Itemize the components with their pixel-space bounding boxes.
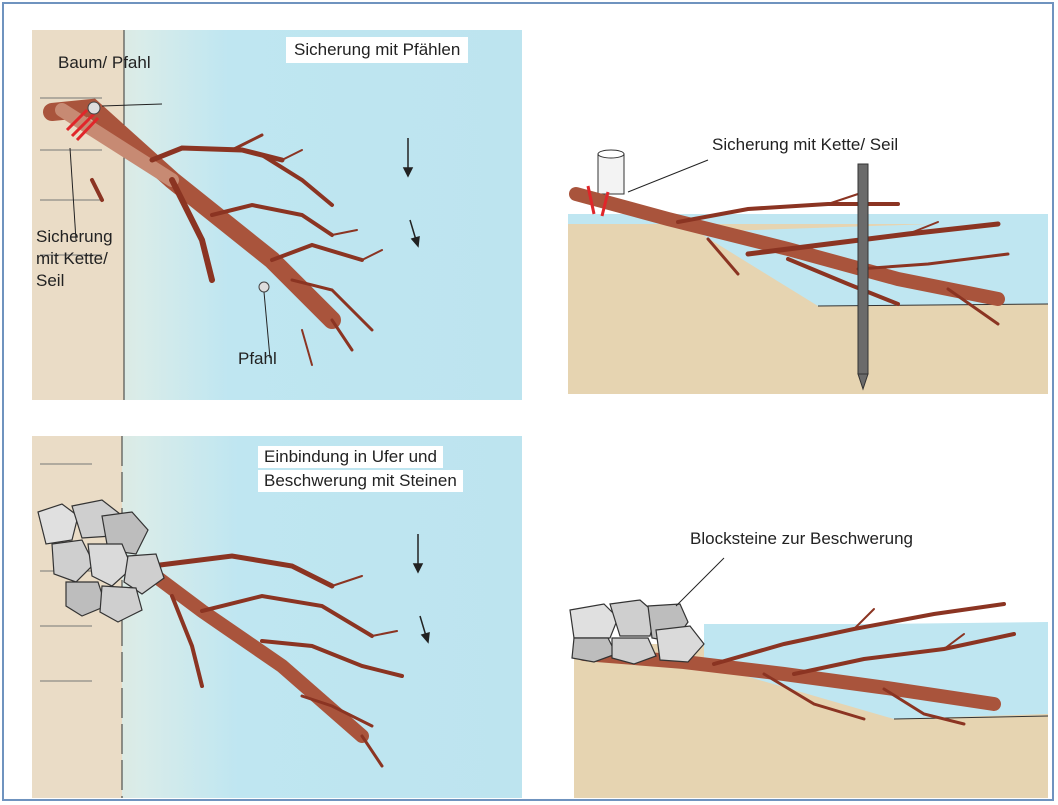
steel-stake bbox=[858, 164, 868, 389]
panel-stakes-drawing bbox=[32, 30, 522, 400]
panel-stakes: Sicherung mit Pfählen Baum/ Pfahl Sicher… bbox=[32, 30, 522, 400]
label-sicherung-2: mit Kette/ bbox=[36, 248, 108, 270]
panel-chain-rope-drawing bbox=[568, 114, 1048, 394]
bank-area bbox=[32, 30, 124, 400]
label-sicherung-1: Sicherung bbox=[36, 226, 113, 248]
label-block-stones: Blocksteine zur Beschwerung bbox=[690, 528, 913, 550]
panel-block-stones: Blocksteine zur Beschwerung bbox=[564, 514, 1048, 798]
panel-chain-rope: Sicherung mit Kette/ Seil bbox=[568, 114, 1048, 394]
label-baum-pfahl: Baum/ Pfahl bbox=[58, 52, 151, 74]
panel-stones-bank: Einbindung in Ufer und Beschwerung mit S… bbox=[32, 436, 522, 798]
leader-line bbox=[628, 160, 708, 192]
leader-line bbox=[676, 558, 724, 606]
stump bbox=[598, 150, 624, 194]
label-pfahl: Pfahl bbox=[238, 348, 277, 370]
label-chain-rope: Sicherung mit Kette/ Seil bbox=[712, 134, 898, 156]
label-sicherung-3: Seil bbox=[36, 270, 64, 292]
stake-pfahl bbox=[259, 282, 269, 292]
stake-top bbox=[88, 102, 100, 114]
title-stones-bank-2: Beschwerung mit Steinen bbox=[258, 470, 463, 492]
title-stones-bank-1: Einbindung in Ufer und bbox=[258, 446, 443, 468]
stones bbox=[570, 600, 704, 664]
panel-block-stones-drawing bbox=[564, 514, 1048, 798]
title-stakes: Sicherung mit Pfählen bbox=[286, 37, 468, 63]
